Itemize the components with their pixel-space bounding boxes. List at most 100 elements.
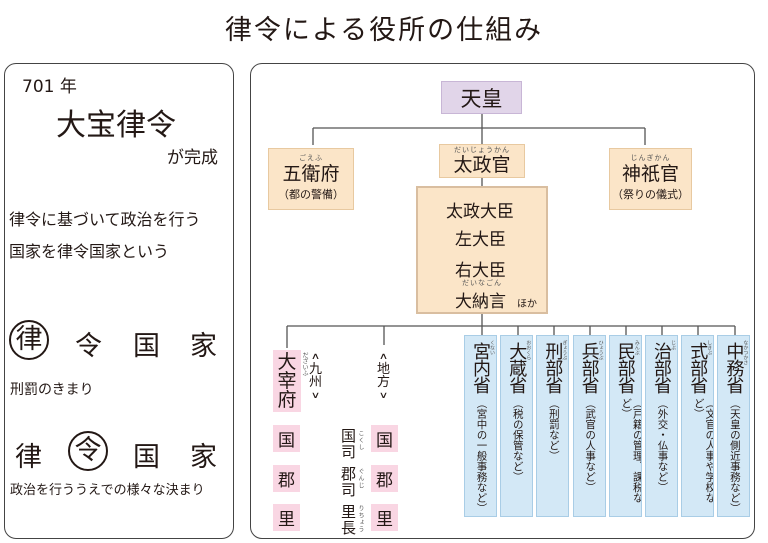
- ministry-duty: （刑罰など）: [547, 398, 560, 461]
- left-panel: [4, 63, 234, 539]
- ritsu-caption: 刑罰のきまり: [10, 382, 94, 398]
- ministry-box: しきぶ式部省 （文官の人事や学校など）: [681, 335, 715, 517]
- jingikan-label: 神祇官: [621, 163, 679, 185]
- dajokan-box: だいじょうかん 太政官: [439, 144, 525, 178]
- unit-label: 国: [376, 431, 393, 451]
- circled-char: 律: [9, 320, 49, 360]
- ministry-name: 刑部省: [542, 342, 564, 393]
- dazaifu-ruby-text: だざいふ: [301, 352, 308, 376]
- ministry-box: みんぶ民部省 （戸籍の管理、課税など）: [608, 335, 642, 517]
- ministry-box: ひょうぶ兵部省 （武官の人事など）: [572, 335, 606, 517]
- circled-char: 令: [68, 431, 108, 471]
- kanji-char: 家: [190, 331, 217, 362]
- dajokan-label: 太政官: [453, 154, 511, 176]
- ministry-name: 民部省: [614, 342, 636, 393]
- down-arrow-icon: ∨: [378, 390, 389, 401]
- ministry-ruby: じぶ: [670, 340, 676, 350]
- gunji-ruby: ぐんじ: [357, 468, 364, 489]
- ministry-duty: （戸籍の管理、課税など）: [620, 398, 642, 503]
- ministry-ruby: おおくら: [525, 340, 532, 360]
- ministry-name: 式部省: [687, 342, 709, 393]
- jingikan-box: じんぎかん 神祇官 （祭りの儀式）: [609, 148, 692, 210]
- ministry-name: 大蔵省: [506, 342, 528, 393]
- dazaifu-ruby: だざいふ: [301, 352, 308, 376]
- official-kokushi: 国司: [341, 427, 357, 461]
- jingikan-ruby: じんぎかん: [630, 154, 671, 162]
- ministry-ruby: ぎょうぶ: [561, 340, 568, 360]
- unit-label: 里: [278, 510, 295, 530]
- dazaifu-box: 大 宰 府: [273, 350, 301, 412]
- chiho-marker: ∧ 地 方 ∨: [377, 350, 390, 402]
- unit-label: 国: [278, 431, 295, 451]
- kokushi-ruby: こくし: [357, 430, 364, 451]
- ministry-duty: （外交・仏事など）: [656, 398, 669, 493]
- kanji-char: 家: [190, 442, 217, 473]
- dazaifu-char: 大: [277, 350, 297, 373]
- kyushu-marker: ∧ 九 州 ∨: [309, 350, 322, 402]
- kanji-char: 国: [133, 442, 160, 473]
- page-title: 律令による役所の仕組み: [224, 15, 544, 46]
- kanji-row-ryo: 律 令 国 家: [9, 431, 229, 475]
- hoka-label: ほか: [517, 299, 537, 310]
- ritsuryo-desc-1: 律令に基づいて政治を行う: [9, 210, 201, 229]
- up-arrow-icon: ∧: [378, 351, 389, 362]
- ministry-box: くない宮内省 （宮中の一般事務など）: [464, 335, 497, 517]
- goeifu-note: （都の警備）: [278, 188, 344, 201]
- ministry-name: 宮内省: [470, 342, 491, 393]
- unit-label: 郡: [278, 471, 295, 491]
- kyushu-unit-kuni: 国: [273, 425, 300, 452]
- ministry-duty: （天皇の側近事務など）: [728, 398, 741, 514]
- ministry-name: 兵部省: [578, 342, 600, 393]
- local-unit-sato: 里: [371, 504, 398, 531]
- ministry-name: 中務省: [723, 342, 745, 393]
- kanji-char: 国: [133, 331, 160, 362]
- chiho-char: 方: [377, 375, 391, 390]
- local-unit-kuni: 国: [371, 425, 398, 452]
- tenno-box: 天皇: [441, 81, 522, 114]
- kanji-char: 令: [75, 331, 102, 362]
- ministry-ruby: なかつかさ: [742, 340, 749, 365]
- ministry-box: おおくら大蔵省 （税の保管など）: [500, 335, 534, 517]
- dajokan-ruby: だいじょうかん: [454, 146, 510, 154]
- ministry-duty: （文官の人事や学校など）: [692, 398, 715, 503]
- goeifu-box: ごえふ 五衛府 （都の警備）: [268, 148, 354, 210]
- ministry-ruby: しきぶ: [706, 340, 713, 355]
- minister-dainagon: 大納言: [455, 292, 506, 312]
- completed-label: が完成: [167, 148, 218, 168]
- ministry-ruby: みんぶ: [633, 340, 640, 355]
- ministry-duty: （税の保管など）: [511, 398, 524, 482]
- kyushu-unit-gun: 郡: [273, 465, 300, 492]
- dazaifu-char: 宰: [277, 369, 297, 392]
- chiho-char: 地: [377, 362, 391, 377]
- down-arrow-icon: ∨: [310, 390, 321, 401]
- kyushu-unit-sato: 里: [273, 504, 300, 531]
- law-name: 大宝律令: [56, 108, 176, 143]
- ministry-name: 治部省: [651, 342, 672, 393]
- ministry-box: じぶ治部省 （外交・仏事など）: [645, 335, 678, 517]
- goeifu-ruby: ごえふ: [299, 154, 323, 162]
- tenno-label: 天皇: [460, 86, 503, 111]
- ritsuryo-desc-2: 国家を律令国家という: [9, 242, 170, 261]
- ministers-box: [416, 186, 548, 314]
- unit-label: 里: [376, 510, 393, 530]
- dazaifu-char: 府: [277, 388, 297, 411]
- ministry-duty: （武官の人事など）: [584, 398, 597, 493]
- kanji-char: 律: [15, 442, 42, 473]
- year-label: 701 年: [22, 77, 77, 97]
- jingikan-note: （祭りの儀式）: [612, 188, 689, 201]
- official-richo: 里長: [341, 503, 357, 537]
- unit-label: 郡: [376, 471, 393, 491]
- kyushu-char: 九: [309, 362, 323, 377]
- kyushu-char: 州: [309, 375, 323, 390]
- ryo-caption: 政治を行ううえでの様々な決まり: [10, 483, 205, 498]
- dainagon-ruby: だいなごん: [462, 279, 502, 287]
- kanji-row-ritsu: 律 令 国 家: [9, 320, 229, 364]
- official-gunji: 郡司: [341, 465, 357, 499]
- ministry-ruby: ひょうぶ: [597, 340, 604, 360]
- goeifu-label: 五衛府: [282, 163, 340, 185]
- ministry-duty: （宮中の一般事務など）: [475, 398, 488, 514]
- minister-sadaijin: 左大臣: [455, 230, 506, 250]
- ministry-ruby: くない: [489, 340, 495, 355]
- local-unit-gun: 郡: [371, 465, 398, 492]
